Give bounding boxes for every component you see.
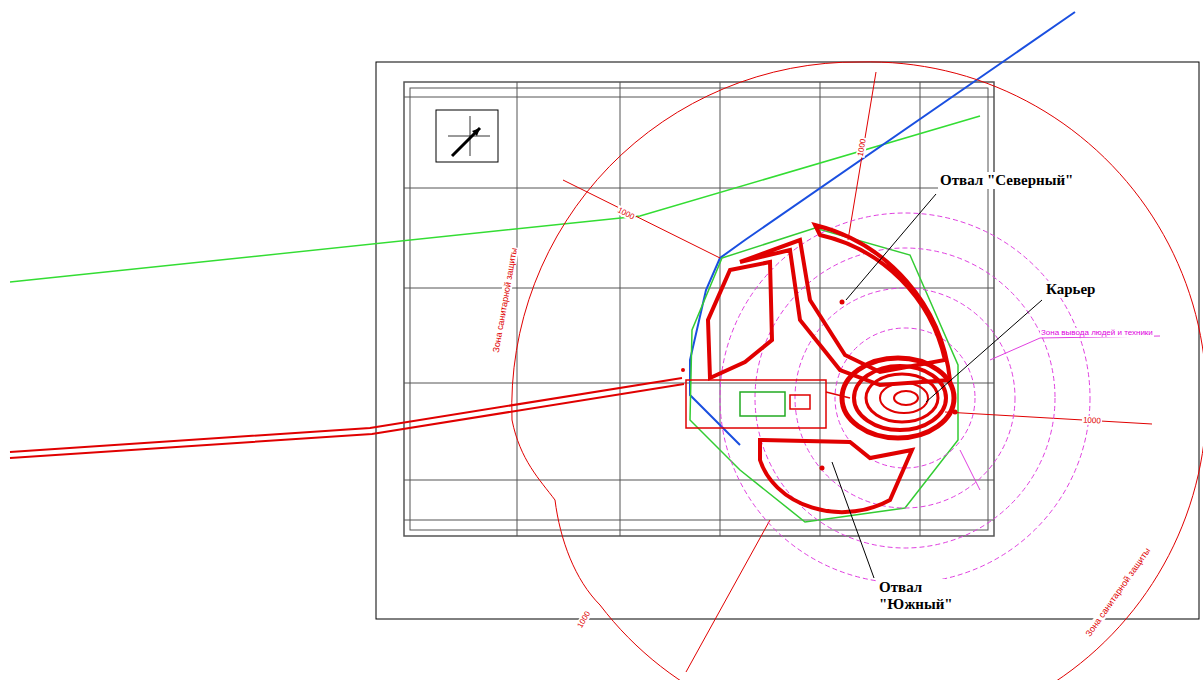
leader-lines <box>832 194 1042 578</box>
west-dump <box>708 262 772 378</box>
callout-label: Карьер <box>1044 281 1097 298</box>
blast-zone <box>720 213 1160 583</box>
sanitary-zone-boundary <box>512 62 1203 680</box>
dimension-label: 1000 <box>575 609 593 631</box>
south-dump <box>760 440 912 512</box>
coordinate-grid <box>404 82 994 536</box>
dimension-label: 1000 <box>1082 416 1102 426</box>
north-arrow <box>436 110 498 162</box>
callout-label: Отвал "Южный" <box>877 579 981 614</box>
plant-site <box>686 380 850 428</box>
quarry <box>842 358 954 438</box>
dimension-label: 1000 <box>615 205 637 222</box>
callout-label: Отвал "Северный" <box>938 172 1075 189</box>
zone-label: Зона санитарной защиты <box>1083 545 1153 640</box>
survey-points <box>681 300 958 471</box>
zone-label: Зона санитарной защиты <box>491 246 520 354</box>
sheet-frame <box>376 62 1199 619</box>
dimension-lines <box>563 72 1152 672</box>
green-line <box>10 116 980 282</box>
zone-label: Зона вывода людей и техники <box>1040 328 1154 337</box>
haul-road <box>10 378 684 458</box>
